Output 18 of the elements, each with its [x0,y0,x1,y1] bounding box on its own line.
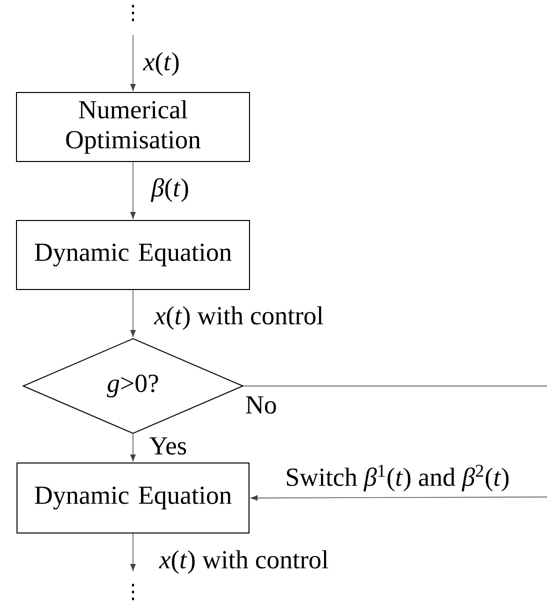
arrow [250,495,547,501]
edge-label: x(t) [142,51,181,77]
arrow [130,290,136,337]
edge-label: Switch β$^{1}$(t) and β$^{2}$(t) [284,464,511,492]
ellipsis-mark: ⋮ [132,4,134,22]
process-box: Dynamic Equation [16,462,250,534]
ellipsis-mark: ⋮ [132,584,134,600]
edge-label: Yes [148,436,188,456]
edge-label: x(t) with control [153,305,325,331]
arrow [130,533,136,571]
process-box: Numerical Optimisation [16,92,250,162]
edge-label: x(t) with control [158,549,330,575]
arrow [130,434,136,462]
edge-label: No [244,395,278,415]
process-box: Dynamic Equation [16,220,250,290]
edge-label: β(t) [150,177,190,203]
arrow [130,34,136,91]
arrow [130,162,136,219]
